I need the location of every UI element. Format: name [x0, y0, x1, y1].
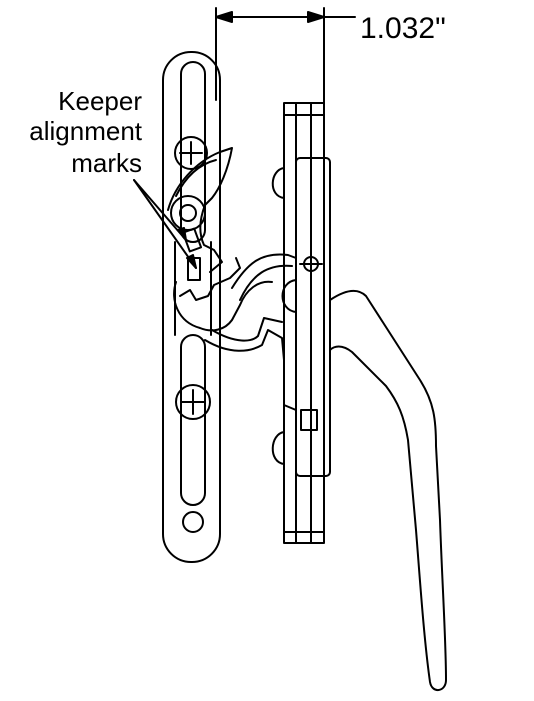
screw-head-icon: [175, 384, 211, 420]
callout-label-line-1: Keeper: [58, 86, 142, 116]
keeper-plate: [162, 51, 221, 563]
callout-label-line-3: marks: [71, 148, 142, 178]
callout-label-line-2: alignment: [29, 116, 142, 146]
callout-leaders: [133, 179, 197, 269]
dimension-arrow-icon: [215, 11, 233, 23]
screw-head-icon: [174, 136, 208, 170]
dimension-lines: [215, 7, 356, 171]
handle-base: [281, 157, 331, 477]
dimension-label: 1.032": [360, 12, 446, 45]
dimension-arrow-icon: [307, 11, 325, 23]
lever-handle: [329, 289, 447, 691]
cam-latch: [167, 147, 297, 411]
